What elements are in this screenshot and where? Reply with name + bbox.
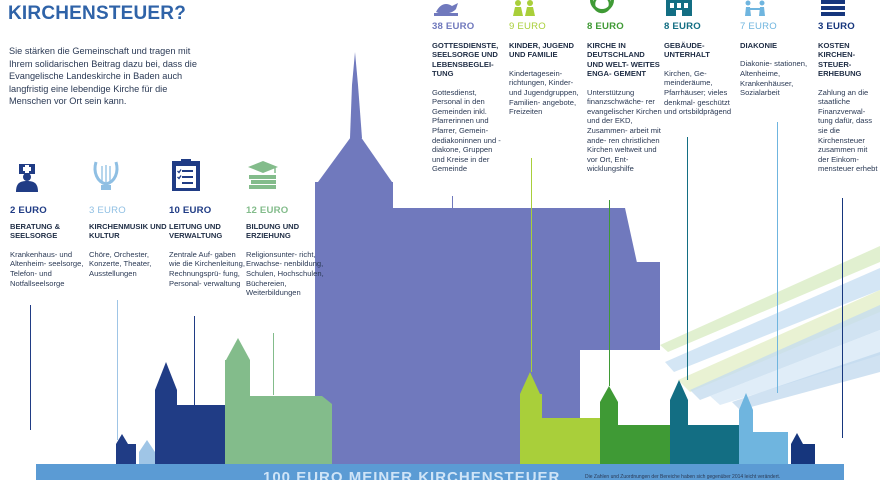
category-title: BILDUNG UND ERZIEHUNG (246, 222, 300, 241)
category-title: LEITUNG UND VERWALTUNG (169, 222, 223, 241)
category-amount: 9 EURO (509, 21, 546, 32)
category-description: Diakonie- stationen, Altenheime, Kranken… (740, 59, 808, 98)
category-gottesdienste: 38 EURO GOTTESDIENSTE, SEELSORGE UND LEB… (432, 0, 504, 174)
category-description: Unterstützung finanzschwäche- rer evange… (587, 87, 662, 174)
connector-line (777, 122, 778, 393)
category-amount: 12 EURO (246, 205, 289, 216)
category-title: DIAKONIE (740, 41, 778, 50)
connector-line (531, 158, 532, 372)
category-title: BERATUNG & SEELSORGE (10, 222, 61, 241)
category-amount: 3 EURO (818, 21, 855, 32)
connector-line (609, 200, 610, 386)
connector-line (687, 137, 688, 380)
connector-line (117, 300, 118, 440)
category-description: Zentrale Auf- gaben wie die Kirchenleitu… (169, 249, 245, 288)
category-description: Zahlung an die staatliche Finanzverwal- … (818, 87, 878, 174)
category-amount: 2 EURO (10, 205, 47, 216)
building-icon (666, 0, 692, 16)
banner-title: 100 EURO MEINER KIRCHENSTEUER (263, 469, 561, 480)
category-amount: 7 EURO (740, 21, 777, 32)
church-lime (520, 372, 602, 466)
connector-line (194, 316, 195, 406)
category-kirche-welt: 8 EURO KIRCHE IN DEUTSCHLAND UND WELT- W… (587, 0, 663, 174)
category-kinder: 9 EURO KINDER, JUGEND UND FAMILIE Kinder… (509, 0, 581, 117)
category-diakonie: 7 EURO DIAKONIE Diakonie- stationen, Alt… (740, 0, 812, 98)
category-title: KOSTEN KIRCHEN- STEUER- ERHEBUNG (818, 41, 862, 79)
category-kosten: 3 EURO KOSTEN KIRCHEN- STEUER- ERHEBUNG … (818, 0, 878, 174)
category-bildung: 12 EURO BILDUNG UND ERZIEHUNG Religionsu… (246, 158, 324, 298)
connector-line (452, 196, 453, 208)
category-title: GEBÄUDE- UNTERHALT (664, 41, 710, 60)
category-title: GOTTESDIENSTE, SEELSORGE UND LEBENSBEGLE… (432, 41, 499, 79)
category-title: KINDER, JUGEND UND FAMILIE (509, 41, 574, 60)
category-leitung: 10 EURO LEITUNG UND VERWALTUNG Zentrale … (169, 158, 247, 288)
church-teal (670, 380, 740, 466)
category-amount: 8 EURO (664, 21, 701, 32)
category-description: Kindertagesein- richtungen, Kinder- und … (509, 68, 579, 117)
family-icon (513, 0, 535, 16)
dove-icon (434, 3, 458, 16)
category-description: Religionsunter- richt, Erwachse- nenbild… (246, 249, 324, 298)
nurse-icon (16, 164, 38, 192)
category-amount: 38 EURO (432, 21, 475, 32)
category-kirchenmusik: 3 EURO KIRCHENMUSIK UND KULTUR Chöre, Or… (89, 158, 167, 279)
lyre-icon (93, 161, 119, 190)
church-navy-small (116, 434, 136, 466)
church-light-blue-right (739, 393, 788, 466)
category-title: KIRCHENMUSIK UND KULTUR (89, 222, 167, 241)
total-banner (36, 464, 844, 480)
footnote: Die Zahlen und Zuordnungen der Bereiche … (585, 474, 781, 480)
category-amount: 10 EURO (169, 205, 212, 216)
category-description: Kirchen, Ge- meinderäume, Pfarrhäuser; v… (664, 68, 732, 117)
category-gebaeude: 8 EURO GEBÄUDE- UNTERHALT Kirchen, Ge- m… (664, 0, 736, 117)
money-icon (821, 0, 845, 16)
category-description: Chöre, Orchester, Konzerte, Theater, Aus… (89, 249, 152, 278)
people-icon (745, 0, 765, 16)
category-amount: 3 EURO (89, 205, 126, 216)
category-description: Gottesdienst, Personal in den Gemeinden … (432, 87, 501, 174)
church-sage (225, 338, 332, 466)
page-title: KIRCHENSTEUER? (8, 3, 187, 24)
connector-line (273, 333, 274, 395)
clipboard-icon (172, 159, 200, 191)
intro-text: Sie stärken die Gemeinschaft und tragen … (9, 46, 197, 107)
church-green (600, 386, 673, 466)
category-title: KIRCHE IN DEUTSCHLAND UND WELT- WEITES E… (587, 41, 660, 79)
connector-line (30, 305, 31, 430)
church-dark-blue-right (791, 433, 815, 466)
connector-line (842, 198, 843, 438)
category-seelsorge: 2 EURO BERATUNG & SEELSORGE Krankenhaus-… (10, 158, 88, 288)
globe-icon (590, 0, 614, 14)
category-amount: 8 EURO (587, 21, 624, 32)
books-icon (248, 161, 278, 189)
category-description: Krankenhaus- und Altenheim- seelsorge, T… (10, 249, 84, 288)
